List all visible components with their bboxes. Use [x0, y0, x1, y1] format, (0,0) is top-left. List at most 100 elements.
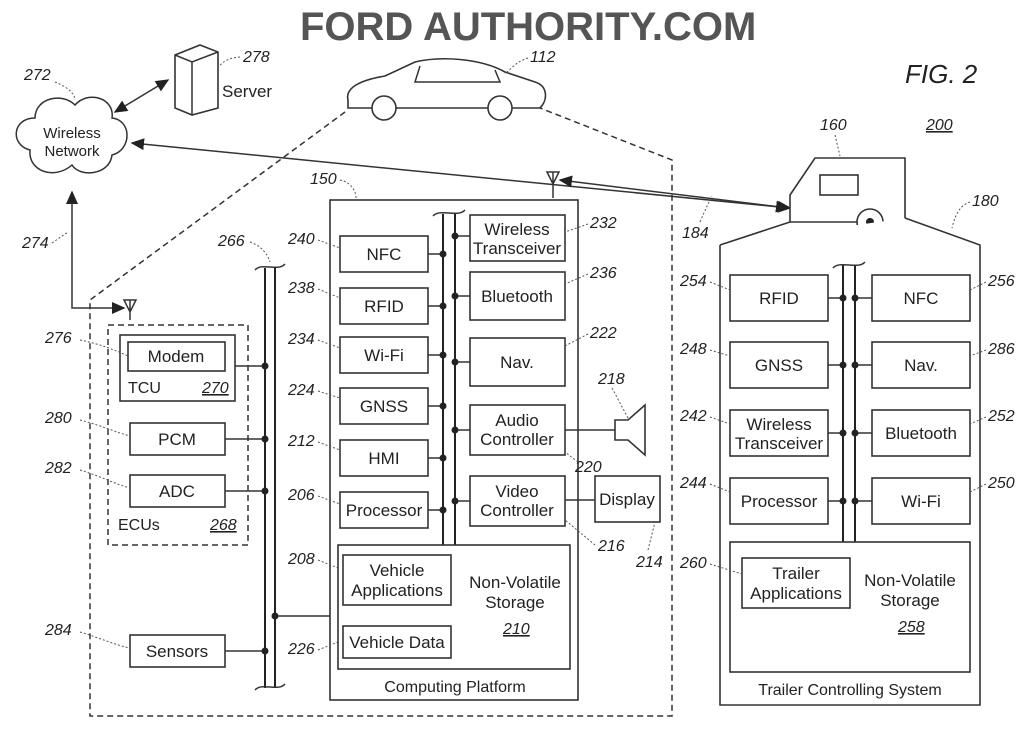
ref-184: 184: [682, 225, 709, 242]
ref-160: 160: [820, 117, 847, 134]
trailer-applications-box: [741, 557, 851, 609]
svg-text:RFID: RFID: [759, 289, 799, 308]
trailer-storage-label: Non-Volatile: [864, 571, 956, 590]
ref-284: 284: [44, 622, 72, 639]
figure-title: FIG. 2: [905, 59, 978, 89]
ref-210: 210: [502, 621, 530, 638]
ref-282: 282: [44, 460, 72, 477]
figure-number: 200: [925, 117, 953, 134]
adc-box: [129, 474, 226, 508]
svg-text:Transceiver: Transceiver: [735, 434, 824, 453]
modem-box: [127, 341, 226, 372]
svg-text:208: 208: [287, 551, 315, 568]
ref-272: 272: [23, 67, 51, 84]
platform-bus: [432, 209, 466, 545]
platform-storage-label: Non-Volatile: [469, 573, 561, 592]
server-label: Server: [222, 82, 272, 101]
ref-180: 180: [972, 193, 999, 210]
svg-text:Applications: Applications: [351, 581, 443, 600]
svg-text:234: 234: [287, 331, 315, 348]
vehicle-bus: [225, 263, 330, 691]
tcu-antenna-icon: [122, 299, 138, 320]
trailer-system-label: Trailer Controlling System: [758, 682, 941, 699]
ecus-box: [107, 324, 249, 546]
svg-text:Vehicle Data: Vehicle Data: [349, 633, 445, 652]
svg-text:214: 214: [635, 554, 663, 571]
svg-text:ADC: ADC: [159, 482, 195, 501]
svg-text:Processor: Processor: [346, 501, 423, 520]
server-icon: [174, 44, 219, 116]
svg-text:Modem: Modem: [148, 347, 205, 366]
ref-258: 258: [897, 619, 925, 636]
trailer-bus: [832, 261, 866, 542]
svg-text:Wireless: Wireless: [746, 415, 811, 434]
ref-278: 278: [242, 49, 270, 66]
svg-text:Bluetooth: Bluetooth: [481, 287, 553, 306]
svg-text:224: 224: [287, 382, 315, 399]
svg-text:238: 238: [287, 280, 315, 297]
svg-text:Controller: Controller: [480, 501, 554, 520]
ref-270: 270: [201, 380, 229, 397]
svg-text:Transceiver: Transceiver: [473, 239, 562, 258]
ref-150: 150: [310, 171, 337, 188]
svg-text:252: 252: [987, 408, 1015, 425]
vehicle-applications-box: [342, 554, 452, 606]
svg-text:Bluetooth: Bluetooth: [885, 424, 957, 443]
svg-text:Wi-Fi: Wi-Fi: [364, 346, 404, 365]
svg-text:GNSS: GNSS: [755, 356, 803, 375]
svg-text:Storage: Storage: [485, 593, 545, 612]
svg-text:236: 236: [589, 265, 617, 282]
vehicle-car-icon: [346, 58, 547, 121]
speaker-icon: [614, 403, 646, 457]
svg-text:206: 206: [287, 487, 315, 504]
watermark: FORD AUTHORITY.COM: [300, 5, 756, 49]
ref-276: 276: [44, 330, 72, 347]
svg-text:Nav.: Nav.: [904, 356, 938, 375]
ref-266: 266: [217, 233, 245, 250]
svg-text:Processor: Processor: [741, 492, 818, 511]
wireless-network-cloud: Wireless Network: [15, 96, 128, 174]
svg-text:244: 244: [679, 475, 707, 492]
svg-text:218: 218: [597, 371, 625, 388]
svg-text:Controller: Controller: [480, 430, 554, 449]
svg-text:GNSS: GNSS: [360, 397, 408, 416]
svg-text:Wireless: Wireless: [484, 220, 549, 239]
cp-left-blocks: NFC RFID Wi-Fi GNSS HMI Processor: [339, 235, 447, 529]
svg-text:Audio: Audio: [495, 411, 538, 430]
svg-text:254: 254: [679, 273, 707, 290]
svg-text:240: 240: [287, 231, 315, 248]
svg-text:248: 248: [679, 341, 707, 358]
svg-text:Wireless: Wireless: [43, 125, 101, 142]
cp-left-refs: 240 238 234 224 212 206 208 226: [287, 231, 344, 658]
cp-right-refs: 232 236 222 218 220 216 214: [564, 215, 663, 571]
svg-text:RFID: RFID: [364, 297, 404, 316]
svg-text:Applications: Applications: [750, 584, 842, 603]
ref-274: 274: [21, 235, 49, 252]
svg-text:Vehicle: Vehicle: [370, 561, 425, 580]
svg-text:Trailer: Trailer: [772, 564, 820, 583]
svg-text:Display: Display: [599, 490, 655, 509]
svg-text:Wi-Fi: Wi-Fi: [901, 492, 941, 511]
svg-text:Video: Video: [495, 482, 538, 501]
svg-text:216: 216: [597, 538, 625, 555]
svg-text:242: 242: [679, 408, 707, 425]
svg-text:250: 250: [987, 475, 1015, 492]
ref-280: 280: [44, 410, 72, 427]
svg-text:Sensors: Sensors: [146, 642, 208, 661]
svg-text:NFC: NFC: [367, 245, 402, 264]
svg-text:220: 220: [574, 459, 602, 476]
network-trailer-link: [130, 138, 792, 213]
svg-text:286: 286: [987, 341, 1015, 358]
svg-text:Storage: Storage: [880, 591, 940, 610]
svg-text:260: 260: [679, 555, 707, 572]
ref-112: 112: [530, 49, 556, 66]
vehicle-trailer-link: [558, 175, 790, 213]
tcu-label: TCU: [128, 380, 161, 397]
svg-text:212: 212: [287, 433, 315, 450]
computing-platform-label: Computing Platform: [384, 679, 525, 696]
ecus-label: ECUs: [118, 517, 160, 534]
svg-text:NFC: NFC: [904, 289, 939, 308]
svg-text:222: 222: [589, 325, 617, 342]
svg-text:226: 226: [287, 641, 315, 658]
